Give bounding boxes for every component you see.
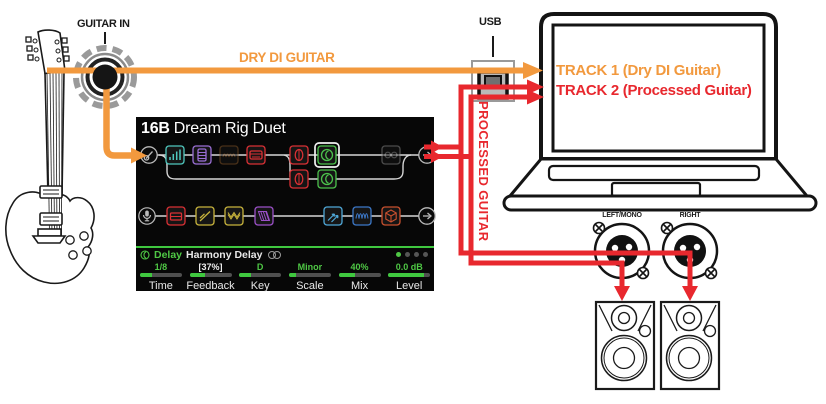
jack-center [92, 64, 118, 90]
param-slider [139, 273, 182, 277]
preset-name: Dream Rig Duet [173, 120, 286, 137]
label-tick-lines [104, 32, 494, 57]
stereo-icon [268, 250, 282, 259]
param-value: 40% [350, 262, 369, 272]
right-label: RIGHT [679, 212, 701, 219]
track1-label: TRACK 1 (Dry DI Guitar) [556, 62, 721, 79]
block-delay-selected [314, 142, 340, 168]
path2-output-icon [418, 207, 436, 225]
block-delay-b [317, 169, 337, 189]
param-scale: Minor Scale [285, 261, 335, 293]
laptop-trackpad [610, 181, 702, 198]
left-mono-label: LEFT/MONO [602, 212, 642, 219]
laptop-illustration [502, 12, 818, 212]
param-slider [239, 273, 282, 277]
footer-header: Delay Harmony Delay [136, 248, 434, 261]
block-tremolo [224, 206, 244, 226]
block-mod [352, 206, 372, 226]
dry-di-wire [47, 62, 543, 164]
block-wah-bypassed [219, 145, 239, 165]
param-label: Key [250, 280, 270, 292]
processed-wire [424, 84, 693, 288]
param-value: D [256, 262, 264, 272]
block-gain [165, 145, 185, 165]
param-slider [338, 273, 381, 277]
block-name-label: Harmony Delay [186, 248, 263, 261]
pedal-footer: Delay Harmony Delay 1/8 Time [37%] Feedb… [136, 246, 434, 293]
dry-di-arrowhead-laptop [523, 62, 543, 79]
track2-label: TRACK 2 (Processed Guitar) [556, 82, 752, 99]
block-eq [195, 206, 215, 226]
param-row: 1/8 Time [37%] Feedback D Key Minor Scal… [136, 261, 434, 293]
block-preamp-a [289, 145, 309, 165]
block-pitch [254, 206, 274, 226]
speaker-right [659, 300, 721, 391]
page-dot [414, 252, 419, 257]
param-feedback: [37%] Feedback [186, 261, 236, 293]
param-slider [388, 273, 431, 277]
block-reverb [381, 206, 401, 226]
processed-guitar-label: PROCESSED GUITAR [476, 101, 491, 242]
guitar-illustration [5, 29, 95, 285]
processed-arrowheads [431, 79, 698, 301]
preset-number: 16B [141, 120, 170, 137]
mic-input-icon [138, 207, 156, 225]
param-value: [37%] [198, 262, 223, 272]
block-amp2 [246, 145, 266, 165]
param-label: Mix [350, 280, 369, 292]
studio-monitors [594, 300, 721, 391]
param-slider [189, 273, 232, 277]
block-dual-delay [323, 206, 343, 226]
param-value: 1/8 [154, 262, 168, 272]
guitar-in-label: GUITAR IN [77, 18, 130, 30]
laptop-keyboard [547, 164, 761, 182]
param-label: Feedback [186, 280, 235, 292]
page-dot-active [396, 252, 401, 257]
block-comp [166, 206, 186, 226]
speaker-left [594, 300, 656, 391]
param-time: 1/8 Time [136, 261, 186, 293]
page-dot [405, 252, 410, 257]
block-preamp-b [289, 169, 309, 189]
param-mix: 40% Mix [335, 261, 385, 293]
dry-di-guitar-label: DRY DI GUITAR [239, 50, 335, 65]
usb-label: USB [479, 16, 502, 28]
param-key: D Key [235, 261, 285, 293]
param-slider [288, 273, 331, 277]
block-amp [192, 145, 212, 165]
param-label: Level [396, 280, 423, 292]
laptop-screen [551, 23, 766, 153]
param-label: Scale [296, 280, 324, 292]
param-label: Time [148, 280, 173, 292]
param-level: 0.0 dB Level [384, 261, 434, 293]
param-value: Minor [297, 262, 323, 272]
delay-block-icon [140, 249, 150, 260]
dry-di-arrowhead-pedal [131, 147, 147, 164]
block-looper-bypassed [381, 145, 401, 165]
param-value: 0.0 dB [395, 262, 423, 272]
page-dot [423, 252, 428, 257]
page-dots [396, 252, 428, 257]
pedal-screen [136, 117, 436, 291]
block-type-label: Delay [154, 248, 183, 261]
guitar-input-icon [140, 146, 158, 164]
